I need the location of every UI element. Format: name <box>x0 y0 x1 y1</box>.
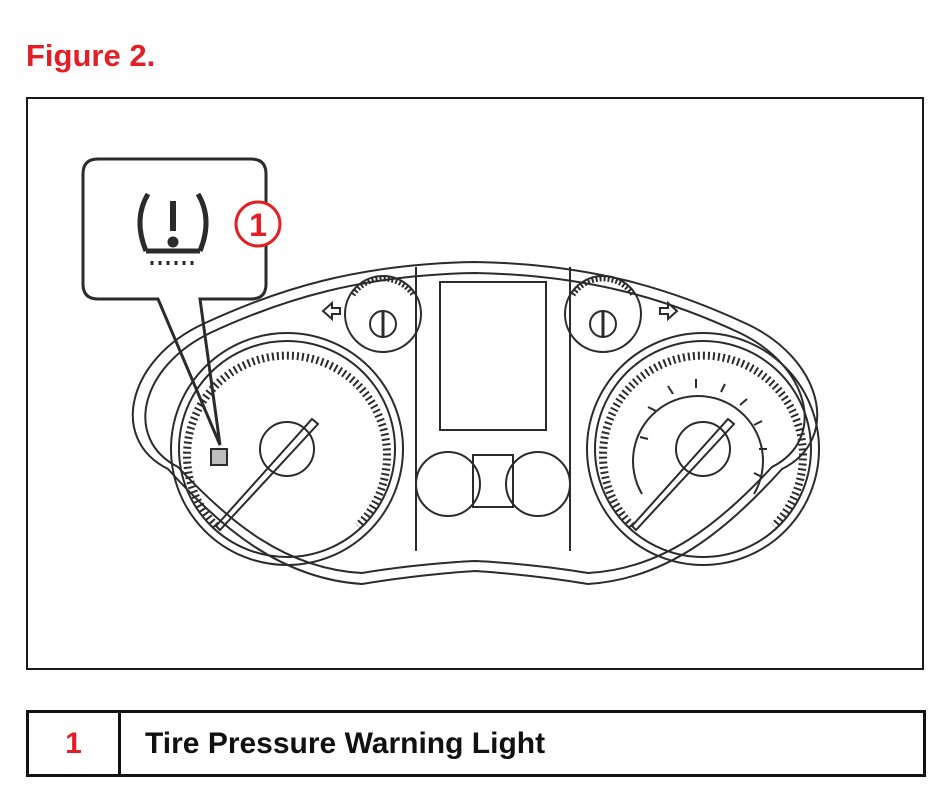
right-gauge-bezel <box>586 332 820 566</box>
left-gauge-face <box>178 340 396 558</box>
legend-number: 1 <box>29 713 121 774</box>
right-knob <box>564 275 642 353</box>
center-panel <box>415 267 571 551</box>
left-knob <box>344 275 422 353</box>
left-knob-scale <box>350 276 416 297</box>
right-gauge-scale <box>599 351 807 529</box>
left-gauge-bezel <box>170 332 404 566</box>
right-knob-scale <box>570 276 636 297</box>
right-gauge-needle <box>630 417 736 532</box>
cluster-housing-outer <box>131 260 819 586</box>
instrument-cluster-diagram: 1 <box>81 157 820 586</box>
cluster-housing-inner <box>144 271 806 575</box>
right-gauge-inner-arc <box>632 395 764 495</box>
legend-table: 1 Tire Pressure Warning Light <box>26 710 926 777</box>
arrow-right-icon <box>659 300 679 322</box>
tire-pressure-indicator-light <box>210 448 228 466</box>
right-gauge-inner-ticks <box>639 379 767 478</box>
right-gauge-hub <box>675 421 731 477</box>
center-button-middle <box>472 454 514 508</box>
callout-number: 1 <box>249 207 267 243</box>
legend-label: Tire Pressure Warning Light <box>145 726 546 760</box>
callout-number-circle <box>234 200 282 248</box>
figure-title: Figure 2. <box>26 38 156 73</box>
left-gauge-hub <box>259 421 315 477</box>
callout-bubble <box>81 157 268 446</box>
center-button-right <box>505 451 571 517</box>
diagram-frame: 1 <box>26 97 924 670</box>
tire-pressure-warning-icon <box>137 192 209 265</box>
right-gauge-face <box>594 340 812 558</box>
arrow-left-icon <box>321 300 341 322</box>
center-display <box>439 281 547 431</box>
left-gauge-needle <box>214 417 320 532</box>
center-button-left <box>415 451 481 517</box>
